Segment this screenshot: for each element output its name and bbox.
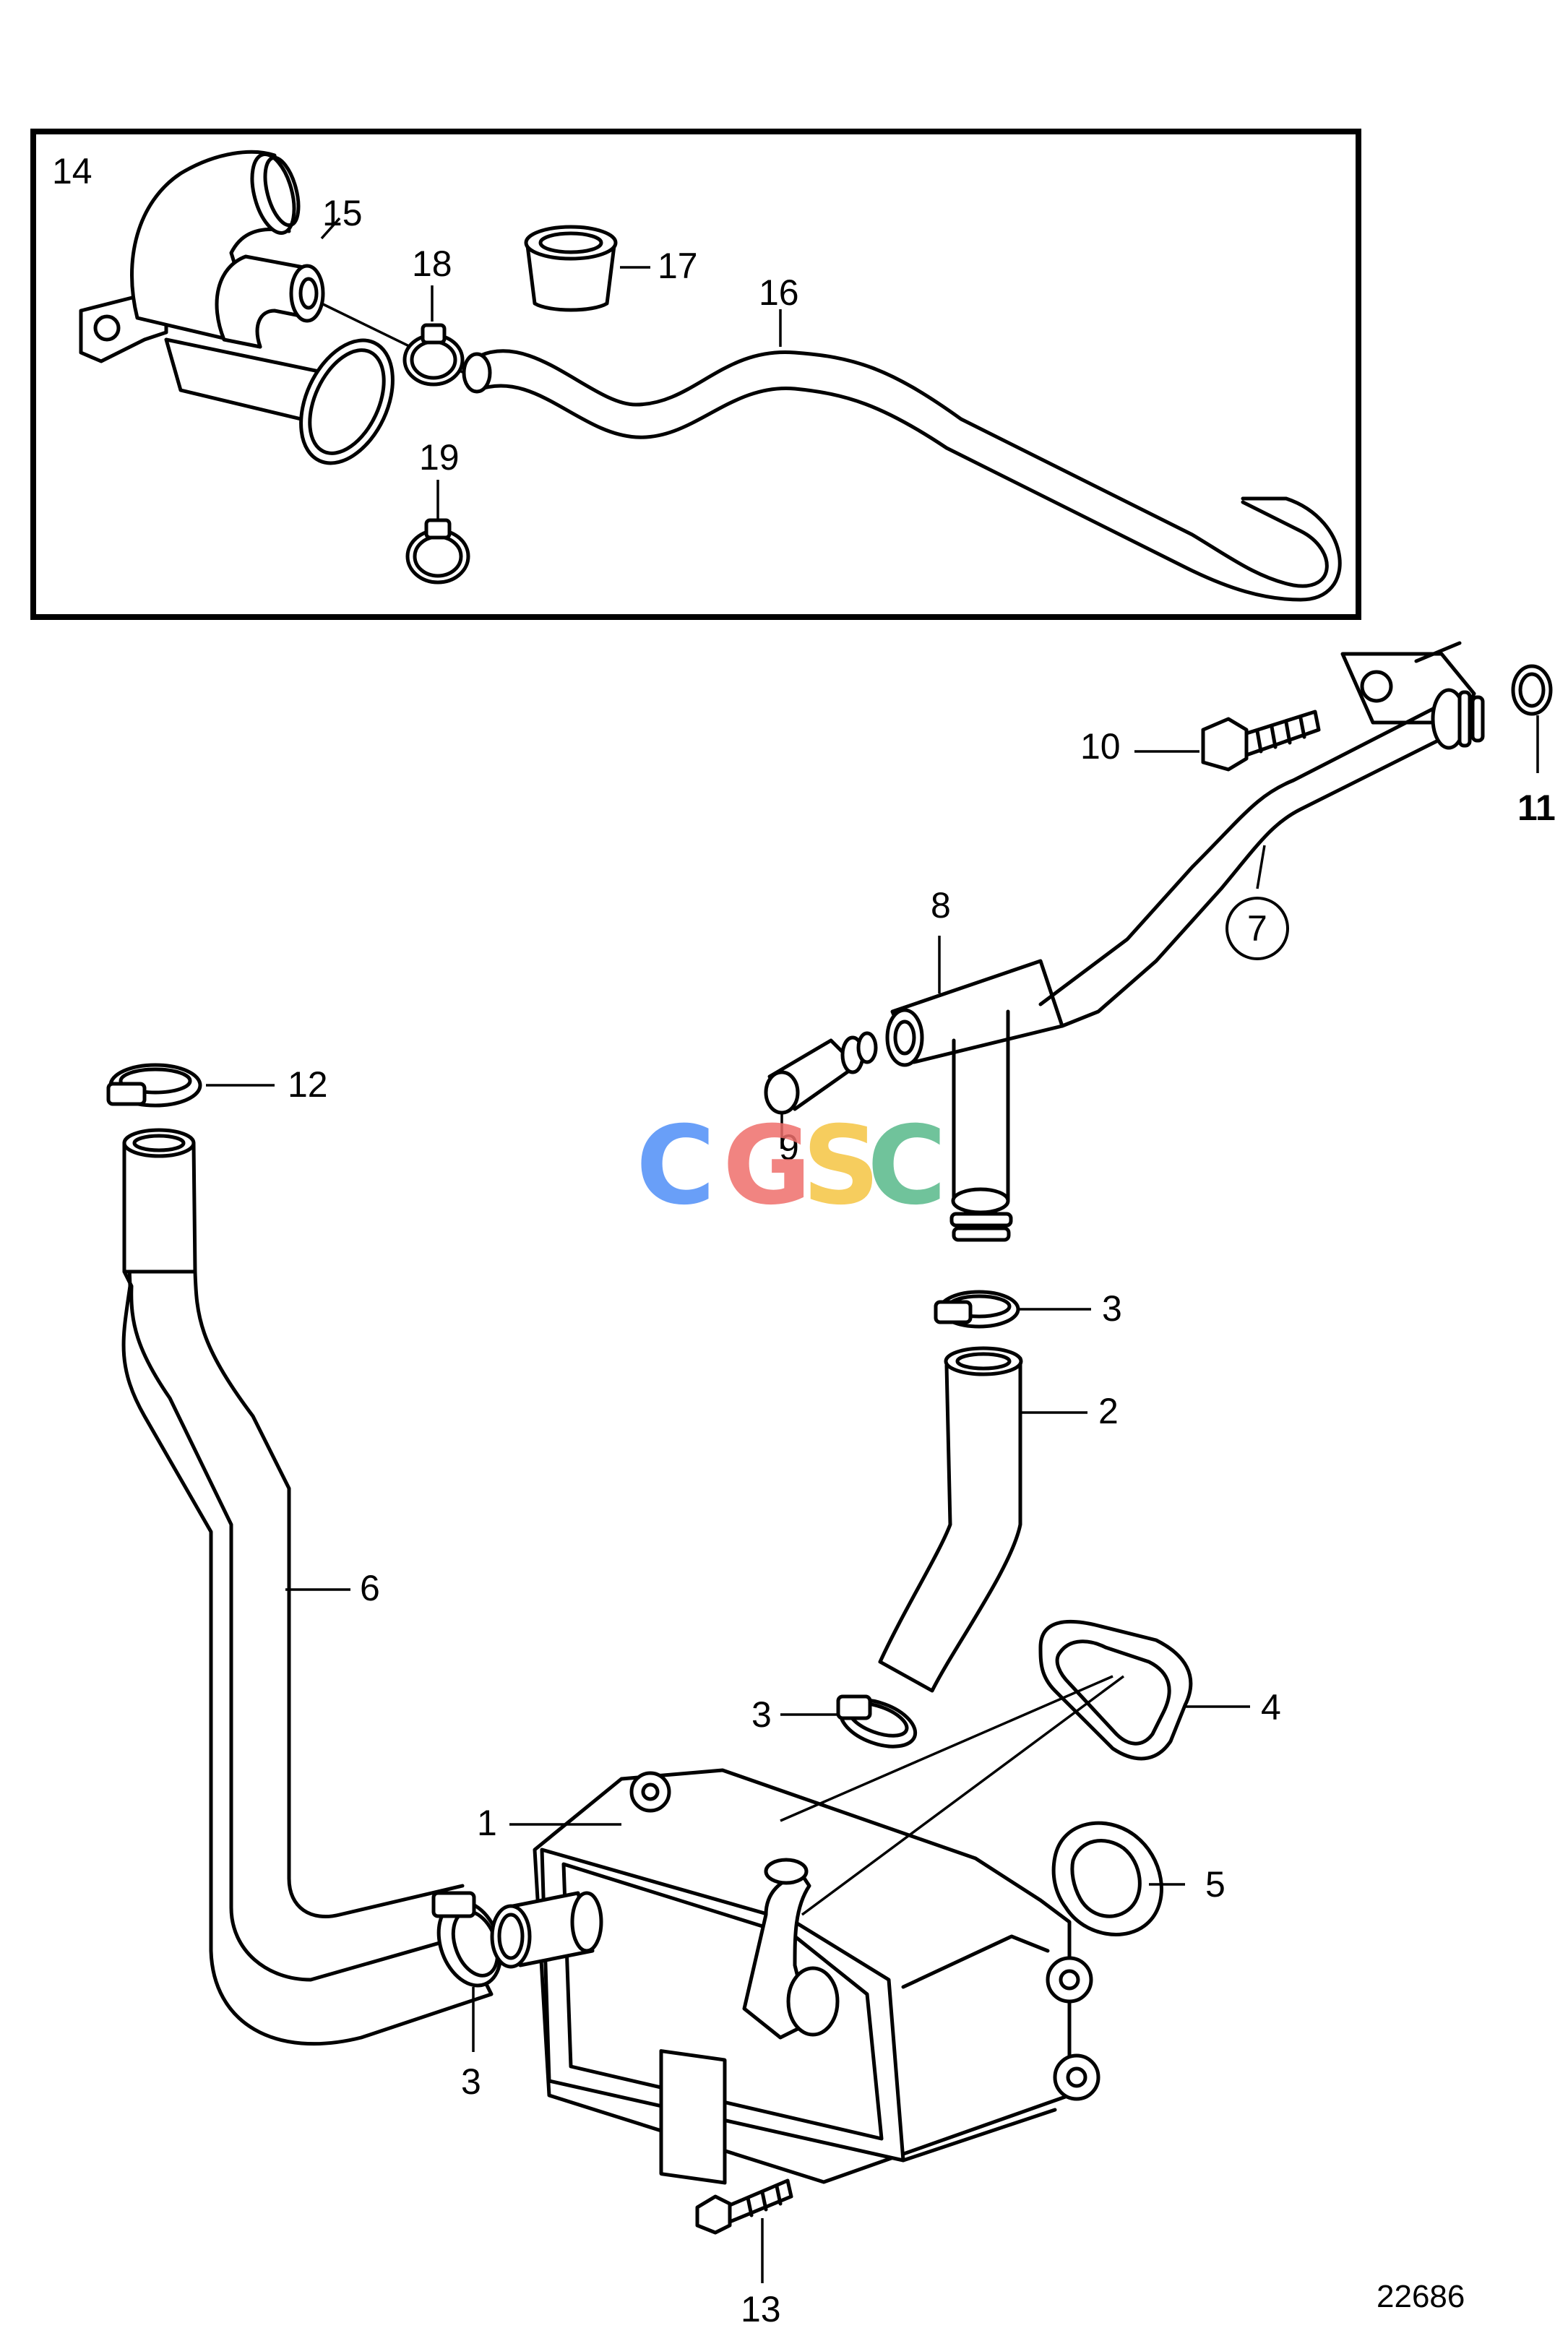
callout-12: 12	[288, 1064, 328, 1105]
nipple-part-9	[764, 1031, 878, 1115]
bolt-part-10	[1201, 710, 1321, 772]
gasket-part-5	[1051, 1821, 1163, 1936]
callout-8: 8	[931, 885, 951, 926]
callout-14: 14	[52, 151, 92, 191]
callout-18: 18	[412, 243, 452, 284]
callout-6: 6	[360, 1568, 380, 1608]
callout-19: 19	[419, 437, 460, 478]
clamp-part-19	[405, 518, 470, 585]
figure-number: 22686	[1377, 2279, 1465, 2314]
bolt-part-13	[695, 2178, 793, 2235]
o-ring-part-11	[1511, 664, 1553, 716]
callout-4: 4	[1261, 1687, 1281, 1728]
callout-7-circle	[1225, 897, 1289, 960]
callout-3-middle: 3	[751, 1694, 772, 1735]
clamp-part-3-middle	[836, 1694, 918, 1749]
leader-lines	[206, 715, 1539, 2283]
callout-16: 16	[759, 272, 799, 313]
callout-7: 7	[1247, 908, 1267, 949]
callout-3-upper: 3	[1102, 1288, 1122, 1329]
callout-11: 11	[1517, 788, 1556, 828]
callout-2: 2	[1098, 1391, 1119, 1431]
watermark-letter-s: S	[802, 1103, 880, 1229]
watermark-letter-c1: C	[636, 1103, 715, 1229]
gasket-part-4	[1038, 1619, 1193, 1761]
watermark-letter-c2: C	[867, 1103, 947, 1229]
oil-cooler-part-1	[490, 1768, 1100, 2185]
callout-10: 10	[1080, 726, 1121, 767]
pipe-assembly-part-7	[885, 641, 1485, 1242]
cgsc-watermark: C G S C	[636, 1103, 947, 1229]
elbow-hose-part-15	[215, 254, 463, 374]
callout-13: 13	[741, 2289, 781, 2324]
elbow-pipe-part-14	[79, 150, 395, 465]
hose-part-2	[878, 1346, 1023, 1693]
inset-panel: 14 15 17 16 18 19	[30, 129, 1361, 620]
long-pipe-part-16	[462, 349, 1342, 602]
hose-part-6	[121, 1128, 494, 2045]
callout-5: 5	[1205, 1864, 1225, 1905]
callout-1: 1	[477, 1803, 497, 1843]
clamp-part-3-upper	[934, 1290, 1020, 1329]
clamp-part-18	[402, 323, 465, 387]
callout-3-lower: 3	[461, 2061, 481, 2102]
callout-17: 17	[658, 246, 698, 286]
watermark-letter-g: G	[723, 1103, 811, 1229]
callout-15: 15	[322, 193, 363, 233]
callout-9: 9	[779, 1127, 799, 1168]
clamp-part-12	[106, 1063, 202, 1108]
cap-part-17	[524, 225, 618, 312]
